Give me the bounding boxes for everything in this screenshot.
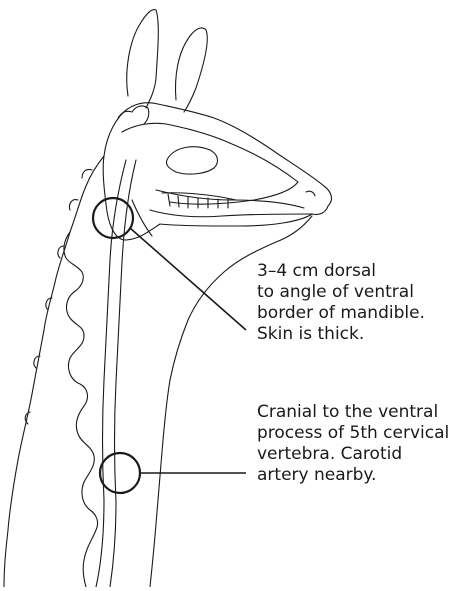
lower-site-callout: Cranial to the ventral process of 5th ce… xyxy=(257,402,449,486)
lower-site-callout-line-2: process of 5th cervical xyxy=(257,423,449,444)
lower-site-callout-line-3: vertebra. Carotid xyxy=(257,444,449,465)
left-ear xyxy=(127,10,159,108)
upper-site-callout-line-4: Skin is thick. xyxy=(257,324,425,345)
upper-site-callout-line-2: to angle of ventral xyxy=(257,282,425,303)
upper-leader-line xyxy=(130,228,246,330)
face-inner-contour xyxy=(122,123,298,204)
cervical-vertebrae xyxy=(64,232,98,587)
nostril xyxy=(306,191,315,196)
head-outline xyxy=(103,103,331,240)
mandible-curve xyxy=(132,200,152,236)
jugular-furrow-outer xyxy=(96,160,126,587)
eye xyxy=(166,147,217,174)
lower-jaw xyxy=(150,210,312,217)
forelock xyxy=(118,106,149,124)
lower-site-callout-line-1: Cranial to the ventral xyxy=(257,402,449,423)
right-ear xyxy=(176,28,208,112)
upper-site-callout: 3–4 cm dorsal to angle of ventral border… xyxy=(257,261,425,345)
lower-venipuncture-site-circle xyxy=(100,453,140,493)
lower-site-callout-line-4: artery nearby. xyxy=(257,465,449,486)
upper-site-callout-line-1: 3–4 cm dorsal xyxy=(257,261,425,282)
dorsal-neck-outline xyxy=(4,156,104,587)
upper-site-callout-line-3: border of mandible. xyxy=(257,303,425,324)
